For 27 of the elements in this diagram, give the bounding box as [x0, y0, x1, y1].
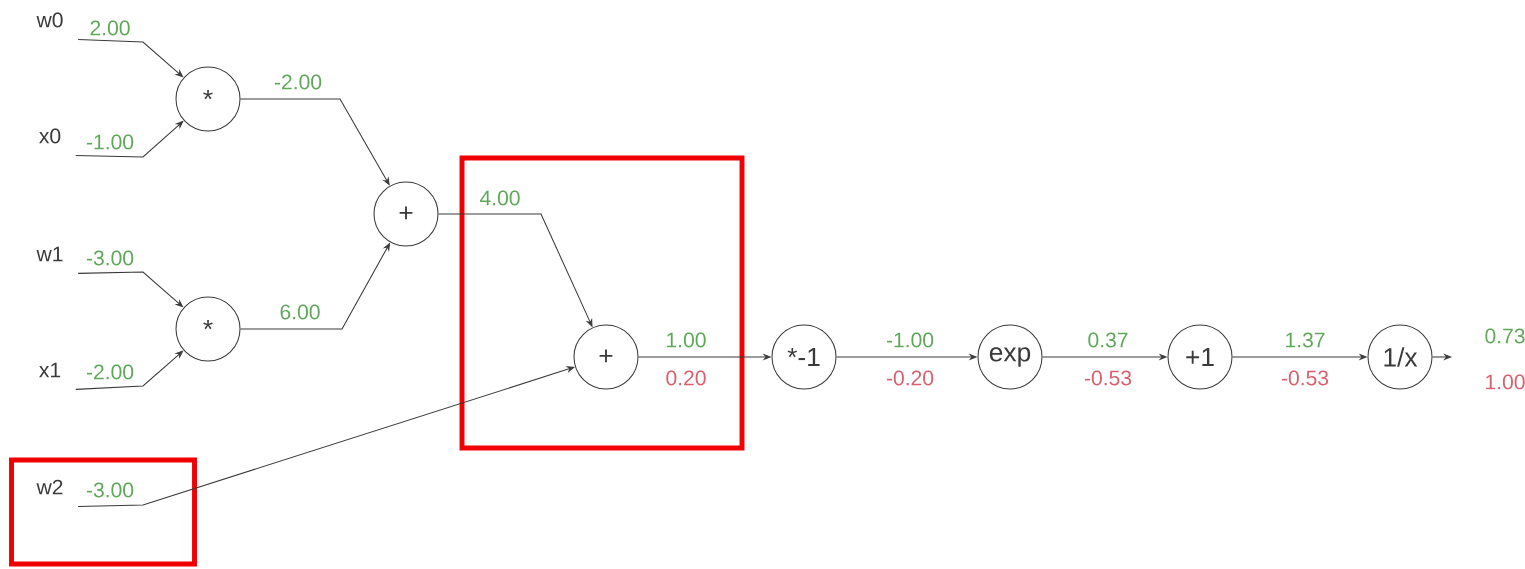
input-label: w0 — [36, 12, 63, 28]
highlight-frame — [459, 155, 745, 451]
edge-label: -2.00 — [272, 72, 324, 92]
edge-label: -3.00 — [84, 480, 136, 500]
input-label: x1 — [39, 362, 61, 378]
highlight-frame — [9, 457, 197, 567]
edge-label: 0.73 — [1482, 326, 1525, 346]
gradient-label: 1.00 — [1482, 372, 1525, 392]
input-label: w1 — [36, 246, 63, 262]
arrow — [77, 366, 575, 507]
edge-label: -1.00 — [884, 330, 936, 350]
arrow — [240, 98, 390, 186]
edge-label: 1.37 — [1282, 330, 1328, 350]
edge-label: -3.00 — [84, 248, 136, 268]
edge-label: 1.00 — [663, 330, 709, 350]
input-label: w2 — [36, 479, 63, 495]
edge-label: 0.37 — [1085, 330, 1131, 350]
edge-label: -1.00 — [84, 132, 136, 152]
gradient-label: -0.53 — [1082, 368, 1134, 388]
gradient-label: 0.20 — [663, 368, 709, 388]
gradient-label: -0.20 — [884, 368, 936, 388]
edge-label: 2.00 — [87, 18, 133, 38]
gradient-label: -0.53 — [1279, 368, 1331, 388]
input-label: x0 — [39, 128, 61, 144]
edge-label: -2.00 — [84, 362, 136, 382]
edge-label: 4.00 — [477, 188, 523, 208]
edge-label: 6.00 — [277, 302, 323, 322]
